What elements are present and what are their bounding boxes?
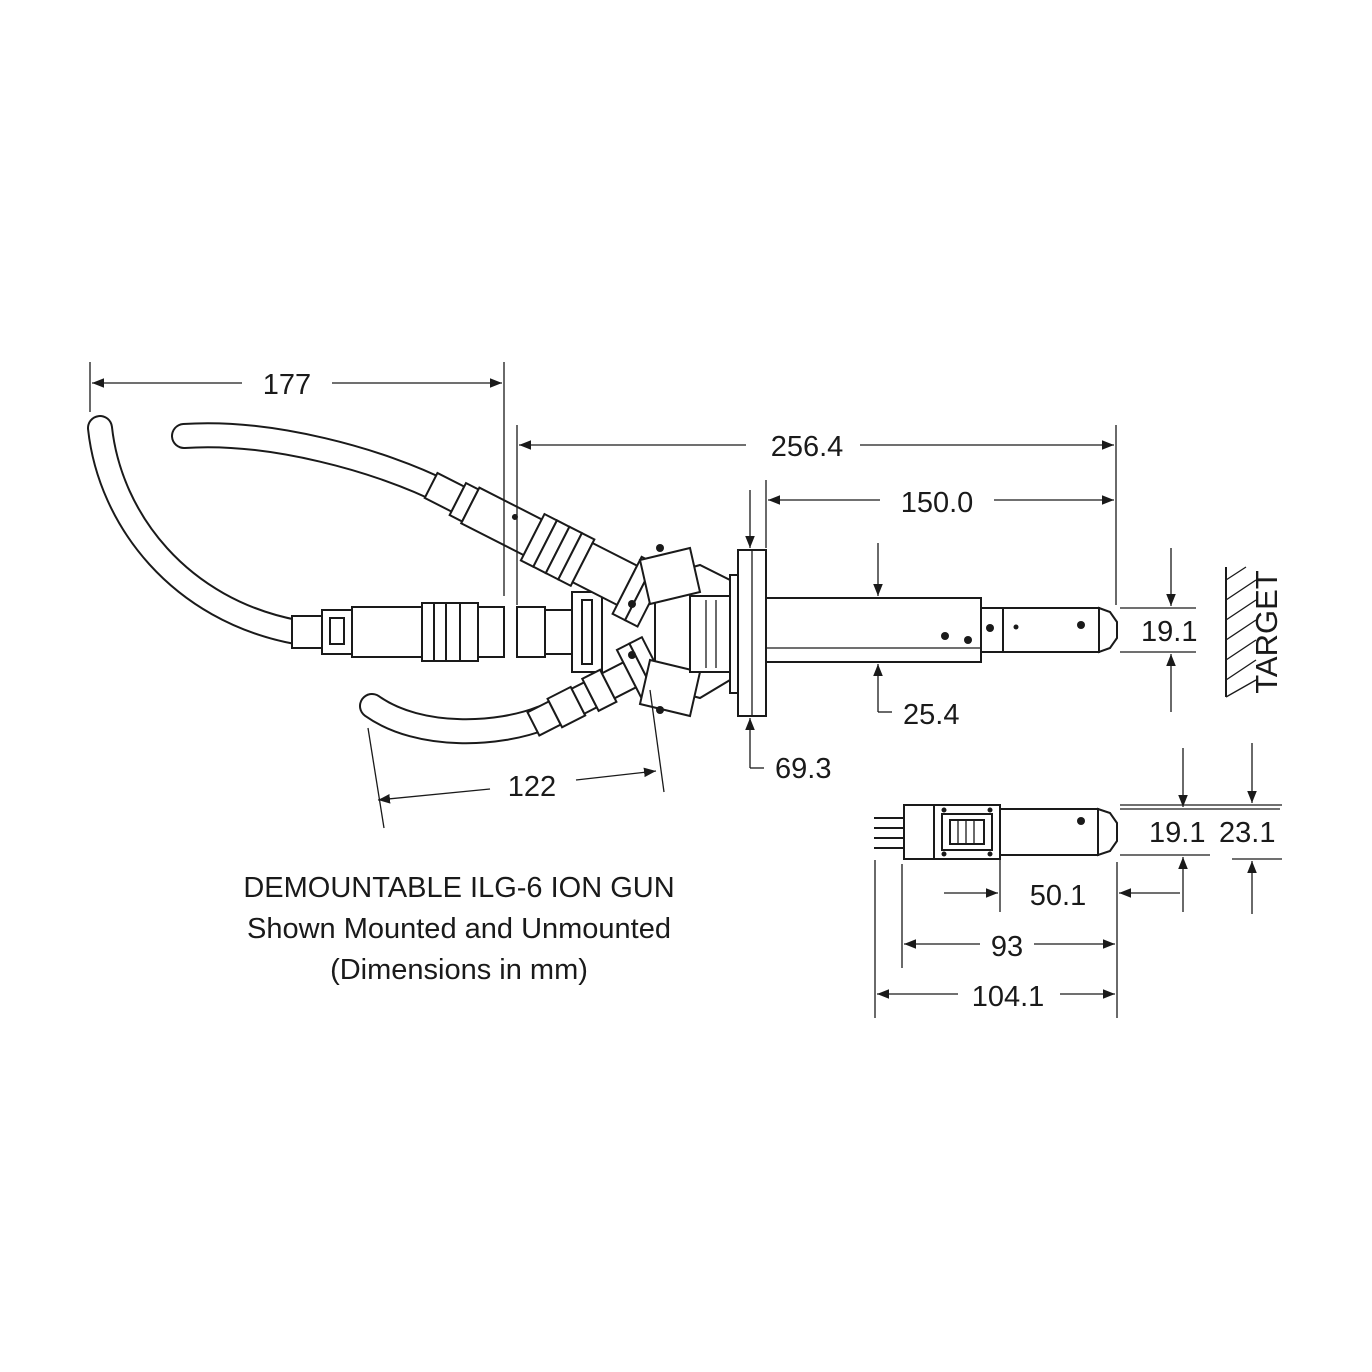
caption-subtitle: Shown Mounted and Unmounted (247, 913, 671, 945)
dim-23-1: 23.1 (1219, 817, 1275, 849)
upper-hose (171, 422, 458, 506)
upper-connector (423, 471, 668, 628)
unmounted-ion-gun (874, 804, 1118, 860)
gun-barrel (765, 597, 1118, 663)
target-label: TARGET (1249, 570, 1284, 693)
dim-150-0: 150.0 (901, 487, 974, 519)
dim-104-1: 104.1 (972, 981, 1045, 1013)
dim-25-4: 25.4 (903, 699, 959, 731)
left-hose (87, 415, 309, 645)
dimensions-unmounted: 19.1 23.1 50.1 93 104.1 (874, 743, 1282, 1018)
mounting-flange (729, 549, 767, 717)
dim-256-4: 256.4 (771, 431, 844, 463)
tee-body (628, 544, 731, 718)
dim-50-1: 50.1 (1030, 880, 1086, 912)
caption-title: DEMOUNTABLE ILG-6 ION GUN (243, 872, 674, 904)
dimensions-mounted: 177 256.4 150.0 69.3 25.4 19.1 122 (89, 362, 1197, 829)
mounted-ion-gun (87, 415, 1118, 745)
caption: DEMOUNTABLE ILG-6 ION GUN Shown Mounted … (243, 872, 674, 986)
dim-93: 93 (991, 931, 1023, 963)
main-connector-right (516, 591, 603, 673)
lower-hose (359, 693, 555, 745)
target-surface: TARGET (1225, 566, 1284, 698)
dim-19-1-unmounted: 19.1 (1149, 817, 1205, 849)
dim-69-3: 69.3 (775, 753, 831, 785)
dim-122: 122 (508, 771, 556, 803)
caption-units: (Dimensions in mm) (330, 954, 588, 986)
main-connector-left (291, 602, 505, 662)
dim-19-1-mounted: 19.1 (1141, 616, 1197, 648)
dim-177: 177 (263, 369, 311, 401)
